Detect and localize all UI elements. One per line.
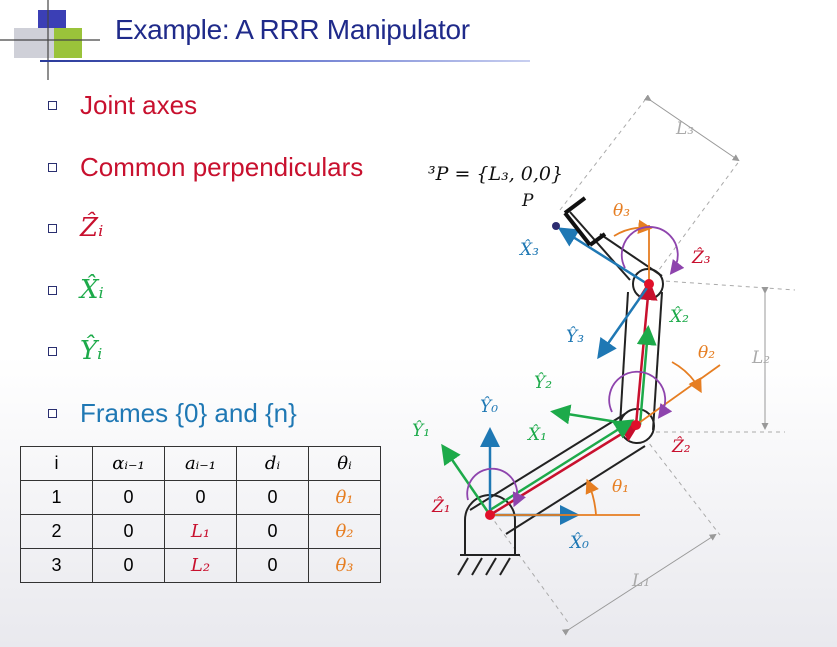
bullet-text: Ẑᵢ <box>80 213 104 243</box>
label-X1: X̂₁ <box>526 425 547 445</box>
table-cell: 0 <box>92 548 165 583</box>
table-cell: 0 <box>236 480 309 515</box>
bullet-square-icon <box>48 101 57 110</box>
bullet-text: Ŷᵢ <box>80 336 103 366</box>
header-theta: θᵢ <box>308 446 381 481</box>
table-cell: L₂ <box>164 548 237 583</box>
manipulator-diagram: ³P = {L₃, 0,0} P L₃ L₂ L₁ θ₃ θ₂ θ₁ X̂₃ Ŷ… <box>412 95 796 636</box>
point-label: P <box>521 191 534 211</box>
table-cell: 0 <box>236 548 309 583</box>
bullet-square-icon <box>48 347 57 356</box>
label-theta1: θ₁ <box>612 477 629 497</box>
label-X0: X̂₀ <box>568 533 589 553</box>
table-cell: 0 <box>236 514 309 549</box>
header-i: i <box>20 446 93 481</box>
label-theta3: θ₃ <box>613 201 630 221</box>
table-cell: 0 <box>164 480 237 515</box>
title-underline <box>40 60 530 62</box>
table-cell: 2 <box>20 514 93 549</box>
table-row: 1 0 0 0 θ₁ <box>20 480 381 515</box>
table-cell: θ₁ <box>308 480 381 515</box>
joint-3-dot <box>644 279 654 289</box>
label-Z2: Ẑ₂ <box>671 436 691 457</box>
logo-graphic <box>0 0 100 80</box>
label-Y0: Ŷ₀ <box>480 396 498 417</box>
point-equation: ³P = {L₃, 0,0} <box>428 163 563 185</box>
orange-angle-lines <box>490 219 721 516</box>
blue-axes <box>480 227 651 525</box>
table-cell: θ₃ <box>308 548 381 583</box>
label-L1: L₁ <box>631 571 650 591</box>
header-alpha: αᵢ₋₁ <box>92 446 165 481</box>
joint-2-dot <box>631 420 641 430</box>
header-d: dᵢ <box>236 446 309 481</box>
label-Y1: Ŷ₁ <box>412 420 430 441</box>
label-Y3: Ŷ₃ <box>566 326 584 347</box>
label-Y2: Ŷ₂ <box>534 372 552 393</box>
header-a: aᵢ₋₁ <box>164 446 237 481</box>
gripper-icon <box>563 196 607 247</box>
label-Z1: Ẑ₁ <box>431 496 451 517</box>
bullet-text: X̂ᵢ <box>80 274 104 305</box>
table-cell: 1 <box>20 480 93 515</box>
table-row: 2 0 L₁ 0 θ₂ <box>20 514 381 549</box>
bullet-square-icon <box>48 285 57 295</box>
link-outline <box>469 211 664 535</box>
dashed-guides <box>489 99 796 626</box>
label-L3: L₃ <box>675 119 694 139</box>
joint-1-dot <box>485 510 495 520</box>
label-X2: X̂₂ <box>668 307 689 327</box>
bullet-text: Joint axes <box>80 90 198 120</box>
purple-rotation-arcs <box>466 226 685 508</box>
bullet-square-icon <box>48 408 57 418</box>
table-cell: θ₂ <box>308 514 381 549</box>
table-cell: 3 <box>20 548 93 583</box>
table-cell: L₁ <box>164 514 237 549</box>
label-theta2: θ₂ <box>698 343 715 363</box>
dimension-arrows <box>561 95 769 636</box>
bullet-square-icon <box>48 162 57 172</box>
dh-parameter-table: i αᵢ₋₁ aᵢ₋₁ dᵢ θᵢ 1 0 0 0 θ₁ 2 0 L₁ 0 θ₂… <box>20 446 381 583</box>
bullet-square-icon <box>48 224 57 233</box>
table-row: 3 0 L₂ 0 θ₃ <box>20 548 381 583</box>
table-header-row: i αᵢ₋₁ aᵢ₋₁ dᵢ θᵢ <box>20 446 381 481</box>
label-Z3: Ẑ₃ <box>691 247 711 268</box>
label-X3: X̂₃ <box>518 240 539 260</box>
label-L2: L₂ <box>751 348 770 368</box>
table-cell: 0 <box>92 514 165 549</box>
slide-title: Example: A RRR Manipulator <box>115 14 470 45</box>
bullet-text: Frames {0} and {n} <box>80 397 297 428</box>
table-cell: 0 <box>92 480 165 515</box>
point-p-dot <box>552 222 560 230</box>
bullet-text: Common perpendiculars <box>80 151 364 182</box>
